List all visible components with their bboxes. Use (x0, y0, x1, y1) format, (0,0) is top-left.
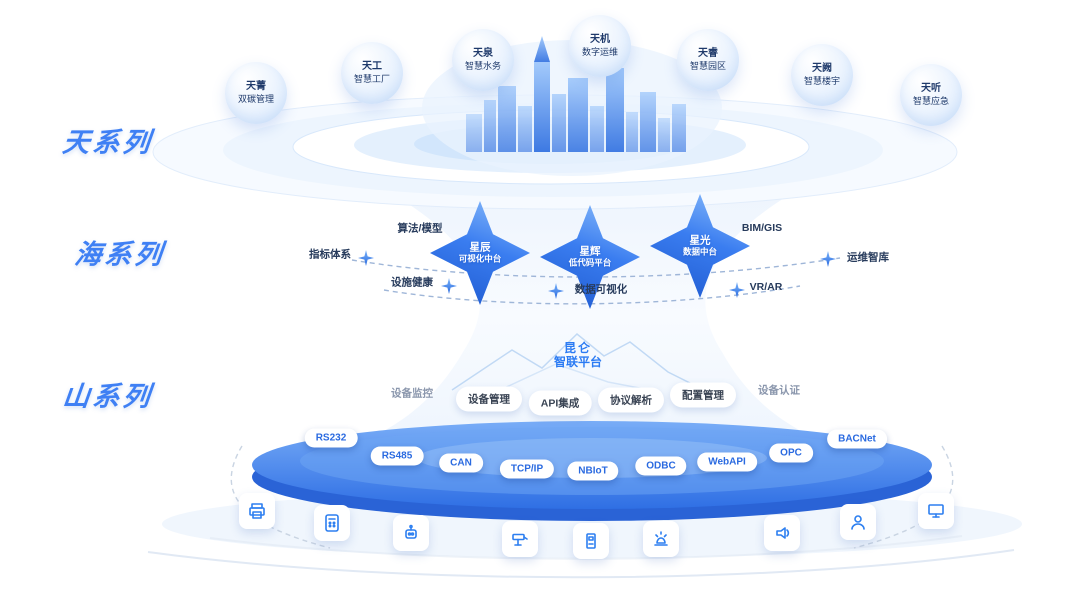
feature-pill-protocol: 协议解析 (598, 387, 664, 413)
bubble-subtitle: 智慧水务 (464, 61, 501, 71)
device-tile (764, 515, 800, 551)
bubble-subtitle: 智慧工厂 (353, 74, 390, 84)
device-tile (573, 523, 609, 559)
series-label-tian: 天系列 (61, 127, 155, 158)
printer-icon (249, 503, 265, 519)
bubble-subtitle: 智慧应急 (912, 96, 949, 106)
protocol-pill-nbiot: NBIoT (567, 461, 619, 481)
protocol-pill-webapi: WebAPI (697, 452, 757, 472)
star-text: 星辰 可视化中台 (459, 242, 502, 265)
app-bubble-yingji: 天听 智慧应急 (900, 64, 962, 126)
protocol-pill-bacnet: BACNet (827, 429, 887, 449)
bubble-title: 天阙 (812, 63, 832, 74)
feature-pill-config: 配置管理 (670, 382, 736, 408)
series-label-shan: 山系列 (61, 381, 155, 412)
capability-label-omlib: 运维智库 (847, 251, 889, 264)
app-bubble-louyu: 天阙 智慧楼宇 (791, 44, 853, 106)
bubble-title: 天泉 (473, 48, 493, 59)
monitor-icon (928, 504, 944, 518)
device-tile (840, 504, 876, 540)
app-bubble-yunwei: 天机 数字运维 (569, 15, 631, 77)
feature-pill-device-mgmt: 设备管理 (456, 386, 522, 412)
bubble-title: 天菁 (246, 81, 266, 92)
capability-label-facility: 设施健康 (391, 276, 433, 289)
protocol-pill-odbc: ODBC (635, 456, 687, 476)
protocol-pill-rs485: RS485 (370, 446, 424, 466)
sparkle-icon (820, 251, 836, 267)
platform-title-line2: 智联平台 (553, 355, 603, 369)
alarm-siren-icon (654, 531, 668, 546)
protocol-pill-can: CAN (439, 453, 483, 473)
bubble-title: 天机 (590, 34, 610, 45)
sparkle-icon (358, 250, 374, 266)
bubble-subtitle: 双碳管理 (237, 94, 274, 104)
access-person-icon (851, 515, 865, 530)
bubble-title: 天工 (362, 61, 382, 72)
feature-label-auth: 设备认证 (758, 384, 800, 397)
feature-label-monitor: 设备监控 (391, 387, 433, 400)
device-tile (393, 515, 429, 551)
star-text: 星光 数据中台 (683, 235, 717, 258)
device-tile (643, 521, 679, 557)
device-tile (314, 505, 350, 541)
capability-label-indicator: 指标体系 (309, 248, 351, 261)
device-tile (502, 521, 538, 557)
cctv-camera-icon (512, 533, 528, 546)
capability-label-dataviz: 数据可视化 (574, 283, 628, 296)
star-text: 星辉 低代码平台 (569, 246, 612, 269)
bubble-subtitle: 智慧楼宇 (803, 76, 840, 86)
platform-title: 昆仑 智联平台 (554, 341, 602, 369)
star-xingguang: 星光 数据中台 (650, 194, 750, 298)
app-bubble-yuanqu: 天睿 智慧园区 (677, 29, 739, 91)
feature-pill-api: API集成 (528, 390, 592, 416)
protocol-pill-tcpip: TCP/IP (499, 459, 555, 479)
star-title: 星光 (689, 234, 711, 247)
star-subtitle: 低代码平台 (568, 257, 612, 268)
bubble-title: 天听 (921, 83, 941, 94)
capability-label-algorithm: 算法/模型 (397, 222, 443, 235)
bubble-subtitle: 数字运维 (581, 47, 618, 57)
star-title: 星辰 (469, 241, 491, 254)
star-subtitle: 数据中台 (682, 246, 718, 257)
app-bubble-gongchang: 天工 智慧工厂 (341, 42, 403, 104)
star-title: 星辉 (579, 245, 601, 258)
protocol-pill-rs232: RS232 (304, 428, 358, 448)
protocol-pill-opc: OPC (769, 443, 813, 463)
broadcast-speaker-icon (776, 527, 790, 539)
device-tile (918, 493, 954, 529)
star-xingchen: 星辰 可视化中台 (430, 201, 530, 305)
app-bubble-shuangtan: 天菁 双碳管理 (225, 62, 287, 124)
series-label-hai: 海系列 (73, 239, 167, 270)
capability-label-vrar: VR/AR (749, 281, 783, 293)
app-bubble-shuiwu: 天泉 智慧水务 (452, 29, 514, 91)
bubble-title: 天睿 (698, 48, 718, 59)
bubble-subtitle: 智慧园区 (689, 61, 726, 71)
robot-icon (405, 524, 417, 539)
device-tile (239, 493, 275, 529)
platform-title-line1: 昆仑 (563, 341, 593, 355)
capability-label-bimgis: BIM/GIS (741, 222, 783, 234)
water-dispenser-icon (586, 533, 596, 549)
pos-terminal-icon (325, 514, 339, 532)
star-subtitle: 可视化中台 (458, 253, 502, 264)
